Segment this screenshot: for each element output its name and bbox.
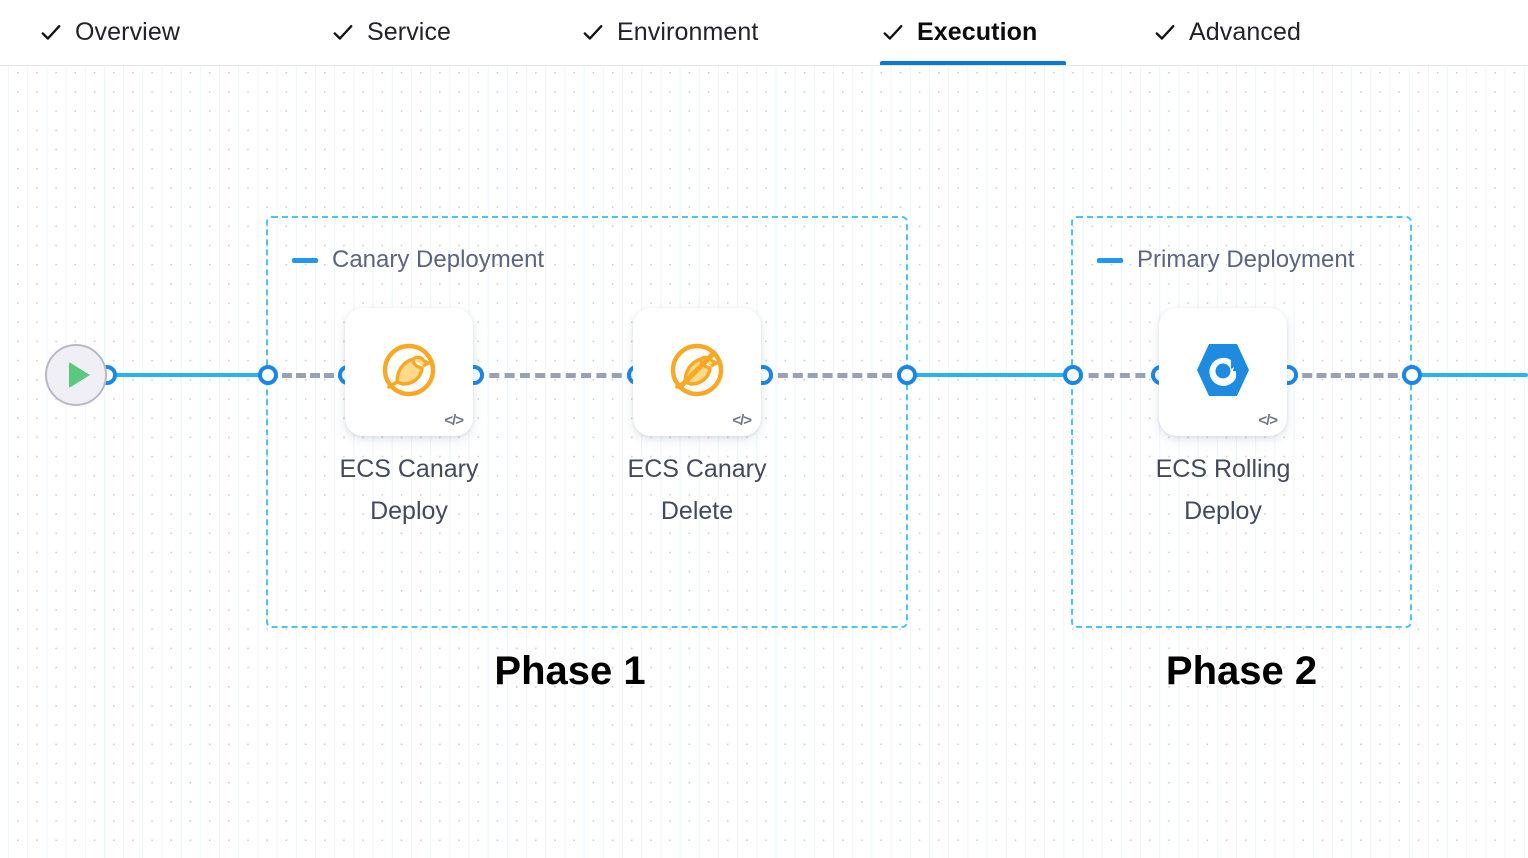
step-ecs-rolling-deploy[interactable]: </> ECS Rolling Deploy xyxy=(1156,308,1290,525)
step-card[interactable]: </> xyxy=(633,308,761,436)
tab-label: Advanced xyxy=(1189,18,1301,46)
group-primary-deployment[interactable]: Primary Deployment xyxy=(1071,216,1412,628)
canary-bird-slash-icon xyxy=(665,338,729,407)
phase-caption-1: Phase 1 xyxy=(494,649,646,693)
check-icon xyxy=(1154,22,1176,44)
tab-environment[interactable]: Environment xyxy=(580,0,808,65)
group-title: Primary Deployment xyxy=(1137,246,1355,273)
minus-icon[interactable] xyxy=(292,257,318,263)
edge-dash-5 xyxy=(1073,373,1161,378)
tab-label: Environment xyxy=(617,18,759,46)
edge-solid-0 xyxy=(107,373,268,377)
tab-execution[interactable]: Execution xyxy=(880,0,1066,65)
step-ecs-canary-deploy[interactable]: </> ECS Canary Deploy xyxy=(340,308,478,525)
edge-solid-7 xyxy=(1412,373,1528,377)
connector-port[interactable] xyxy=(1063,365,1083,385)
edge-dash-3 xyxy=(763,373,907,378)
step-label: ECS Rolling Deploy xyxy=(1155,455,1291,525)
tab-service[interactable]: Service xyxy=(330,0,492,65)
tab-advanced[interactable]: Advanced xyxy=(1152,0,1348,65)
check-icon xyxy=(332,22,354,44)
check-icon xyxy=(40,22,62,44)
check-icon xyxy=(582,22,604,44)
connector-port[interactable] xyxy=(897,365,917,385)
play-icon xyxy=(69,362,90,388)
start-node[interactable] xyxy=(45,344,107,406)
phase-caption-2: Phase 2 xyxy=(1165,649,1318,693)
tab-overview[interactable]: Overview xyxy=(38,0,228,65)
code-icon[interactable]: </> xyxy=(444,412,464,429)
step-label: ECS Canary Deploy xyxy=(339,455,479,525)
active-tab-underline xyxy=(880,61,1066,65)
step-card[interactable]: </> xyxy=(1159,308,1287,436)
edge-dash-2 xyxy=(474,373,637,378)
step-card[interactable]: </> xyxy=(345,308,473,436)
edge-dash-1 xyxy=(268,373,348,378)
code-icon[interactable]: </> xyxy=(732,412,752,429)
tab-label: Service xyxy=(367,18,452,46)
step-ecs-canary-delete[interactable]: </> ECS Canary Delete xyxy=(628,308,766,525)
edge-solid-4 xyxy=(907,373,1073,377)
canary-bird-icon xyxy=(377,338,441,407)
tab-label: Overview xyxy=(75,18,180,46)
wizard-tabbar: Overview Service Environment Execution Advan… xyxy=(0,0,1528,66)
group-header-primary-deployment[interactable]: Primary Deployment xyxy=(1097,246,1354,274)
connector-port[interactable] xyxy=(258,365,278,385)
group-header-canary-deployment[interactable]: Canary Deployment xyxy=(292,246,544,274)
connector-port[interactable] xyxy=(1402,365,1422,385)
tab-label: Execution xyxy=(917,18,1038,46)
check-icon xyxy=(882,22,904,44)
group-canary-deployment[interactable]: Canary Deployment xyxy=(266,216,908,628)
group-title: Canary Deployment xyxy=(332,246,545,273)
code-icon[interactable]: </> xyxy=(1258,412,1278,429)
step-label: ECS Canary Delete xyxy=(627,455,767,525)
minus-icon[interactable] xyxy=(1097,257,1123,263)
ecs-rolling-hex-icon xyxy=(1191,338,1255,407)
edge-dash-6 xyxy=(1288,373,1412,378)
